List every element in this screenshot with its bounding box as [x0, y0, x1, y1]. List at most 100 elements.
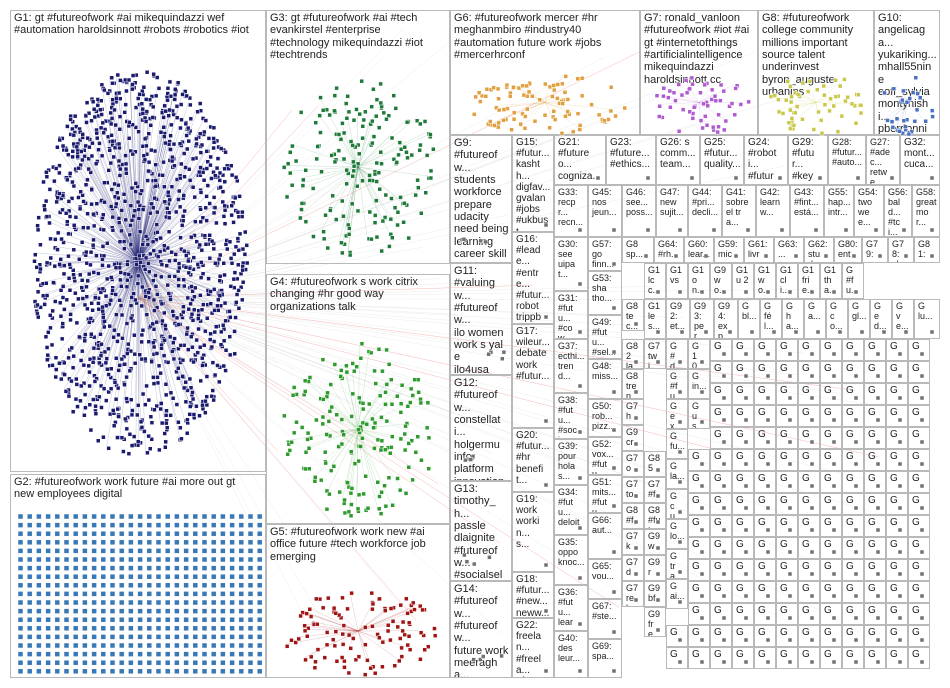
- g5-node: [405, 642, 410, 648]
- g2-node: [63, 634, 70, 640]
- g2-node: [118, 642, 125, 649]
- g4-node: [350, 361, 355, 366]
- g2-node: [192, 634, 199, 640]
- g2-node: [118, 582, 125, 589]
- small-group-node: [721, 593, 727, 599]
- g2-node: [17, 591, 24, 597]
- small-group-node: [765, 637, 771, 643]
- g1-node: [163, 445, 168, 450]
- g7-node: [713, 98, 719, 104]
- g2-node: [118, 513, 125, 520]
- g1-node: [81, 380, 87, 386]
- gm22-node: [765, 289, 771, 295]
- g2-node: [164, 608, 171, 614]
- g4-node: [285, 451, 290, 457]
- g4-node: [406, 441, 411, 446]
- g3-node: [303, 219, 309, 224]
- g5-node: [418, 603, 423, 609]
- g1-node: [112, 107, 117, 113]
- small-group-node: [721, 571, 727, 577]
- edge: [339, 428, 359, 443]
- edge: [57, 260, 139, 263]
- g1-node: [89, 301, 94, 306]
- g34-node: [577, 525, 583, 531]
- g3-node: [424, 153, 430, 158]
- g2-node: [17, 642, 24, 649]
- g3-node: [318, 130, 323, 135]
- g2-node: [128, 608, 134, 614]
- g1-node: [57, 300, 63, 306]
- edge: [544, 102, 552, 116]
- g2-node: [229, 539, 235, 546]
- g1-node: [130, 73, 136, 78]
- g1-node: [142, 267, 148, 272]
- g1-node: [197, 242, 203, 248]
- g1-node: [190, 344, 195, 350]
- g2-node: [155, 539, 162, 546]
- g1-node: [144, 143, 149, 149]
- g2-node: [137, 522, 143, 528]
- g7-node: [704, 122, 710, 128]
- g1-node: [166, 210, 172, 215]
- g5-node: [370, 624, 375, 629]
- small-group-node: [721, 505, 727, 511]
- small-group-node: [765, 505, 771, 511]
- g2-node: [174, 522, 180, 528]
- g8-node: [838, 83, 843, 89]
- g6-node: [552, 117, 558, 122]
- g4-node: [379, 415, 384, 420]
- g1-node: [139, 303, 145, 309]
- g2-node: [201, 565, 208, 571]
- g1-node: [57, 360, 62, 366]
- g1-node: [242, 229, 248, 235]
- g1-node: [211, 397, 216, 403]
- g1-node: [197, 344, 203, 350]
- edge: [657, 102, 700, 105]
- g4-node: [397, 487, 403, 493]
- g1-node: [122, 271, 128, 277]
- edge: [357, 630, 364, 643]
- g1-node: [83, 182, 89, 188]
- g64-node: [673, 253, 679, 259]
- g3-node: [299, 207, 304, 212]
- g5-node: [322, 655, 328, 660]
- g2-node: [174, 530, 180, 537]
- edge: [137, 260, 152, 376]
- g1-node: [144, 69, 150, 75]
- g4-node: [294, 419, 299, 425]
- g1-node: [171, 340, 176, 345]
- g1-node: [163, 392, 169, 398]
- small-group-node: [787, 593, 793, 599]
- edge: [112, 107, 139, 262]
- g3-node: [393, 106, 399, 111]
- edge: [303, 428, 359, 451]
- g3-node: [417, 147, 422, 153]
- small-group-node: [677, 659, 683, 665]
- g1-node: [155, 292, 160, 297]
- g2-node: [210, 556, 217, 563]
- g1-node: [240, 267, 245, 273]
- g2-node: [220, 522, 226, 528]
- g3-node: [379, 161, 384, 166]
- g2-node: [82, 625, 88, 632]
- g1-node: [32, 259, 37, 264]
- edge: [137, 260, 163, 312]
- g1-node: [169, 249, 174, 255]
- g2-node: [100, 522, 107, 528]
- g1-node: [200, 363, 205, 368]
- edge: [342, 428, 359, 499]
- edge: [137, 289, 382, 299]
- g1-node: [207, 233, 212, 238]
- g2-node: [201, 582, 208, 589]
- g1-node: [223, 368, 228, 373]
- g1-node: [185, 417, 190, 423]
- g1-node: [99, 153, 105, 159]
- g1-node: [182, 248, 187, 254]
- g1-node: [82, 302, 88, 308]
- g1-node: [66, 276, 72, 281]
- g2-node: [238, 634, 245, 640]
- g2-node: [174, 616, 180, 623]
- g1-node: [176, 365, 181, 371]
- g1-node: [164, 420, 169, 426]
- g2-node: [91, 599, 97, 606]
